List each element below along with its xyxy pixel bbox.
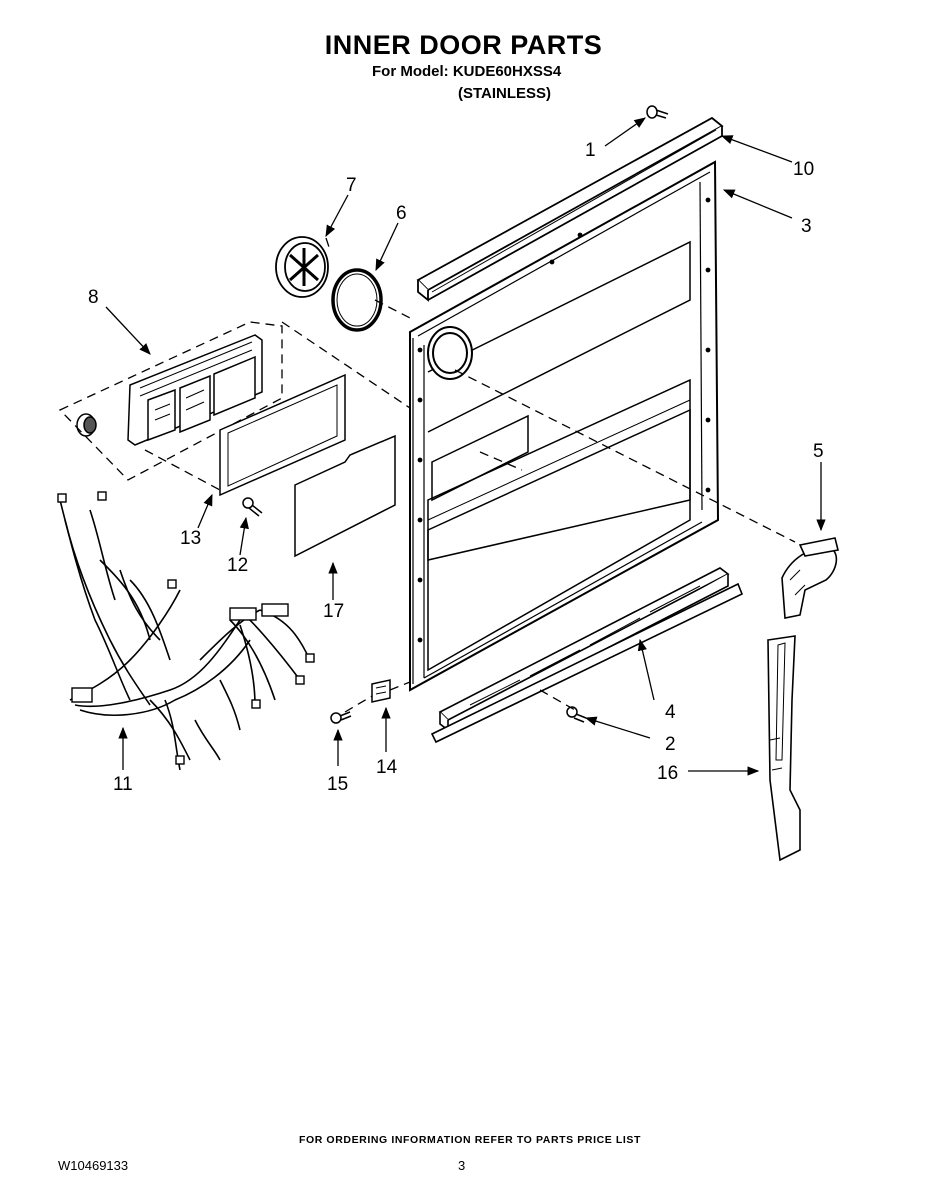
callout-13: 13 [180, 528, 201, 549]
document-number: W10469133 [58, 1158, 129, 1173]
callout-12: 12 [227, 555, 248, 576]
control-group-outline [58, 321, 283, 481]
callout-10: 10 [793, 159, 814, 180]
bracket-part-14 [371, 679, 391, 703]
callout-1: 1 [585, 140, 596, 161]
callout-16: 16 [657, 763, 678, 784]
inner-door-panel [409, 160, 720, 692]
callout-7: 7 [346, 175, 357, 196]
control-gasket-plate [219, 373, 346, 497]
callout-labels: 1 2 3 4 5 6 7 8 10 11 12 13 14 15 16 17 [88, 140, 824, 795]
callout-4: 4 [665, 702, 676, 723]
screw-part-12 [242, 497, 263, 517]
control-assembly [127, 334, 263, 446]
callout-2: 2 [665, 734, 676, 755]
callout-6: 6 [396, 203, 407, 224]
alignment-lines [144, 237, 796, 713]
page-number: 3 [458, 1158, 466, 1173]
callout-17: 17 [323, 601, 344, 622]
callout-14: 14 [376, 757, 398, 778]
insulation-pad [294, 434, 396, 558]
screw-part-1 [646, 105, 669, 119]
control-knob [76, 413, 97, 437]
screw-part-2 [566, 706, 587, 723]
vent-knob [275, 236, 329, 298]
duct-channel [767, 635, 801, 862]
page-title: INNER DOOR PARTS [324, 30, 603, 60]
harness-connectors [57, 491, 315, 765]
bottom-door-rail [430, 567, 744, 744]
leader-arrows [105, 117, 826, 776]
callout-11: 11 [113, 774, 133, 795]
callout-15: 15 [327, 774, 348, 795]
callout-8: 8 [88, 287, 99, 308]
model-variant: (STAINLESS) [458, 85, 552, 102]
wiring-harness [59, 499, 311, 771]
model-line: For Model: KUDE60HXSS4 [372, 63, 562, 80]
callout-3: 3 [801, 216, 812, 237]
callout-5: 5 [813, 441, 824, 462]
vent-gasket [331, 268, 383, 332]
ordering-note: FOR ORDERING INFORMATION REFER TO PARTS … [298, 1134, 642, 1146]
screw-part-15 [330, 711, 352, 724]
vent-duct [781, 537, 839, 619]
